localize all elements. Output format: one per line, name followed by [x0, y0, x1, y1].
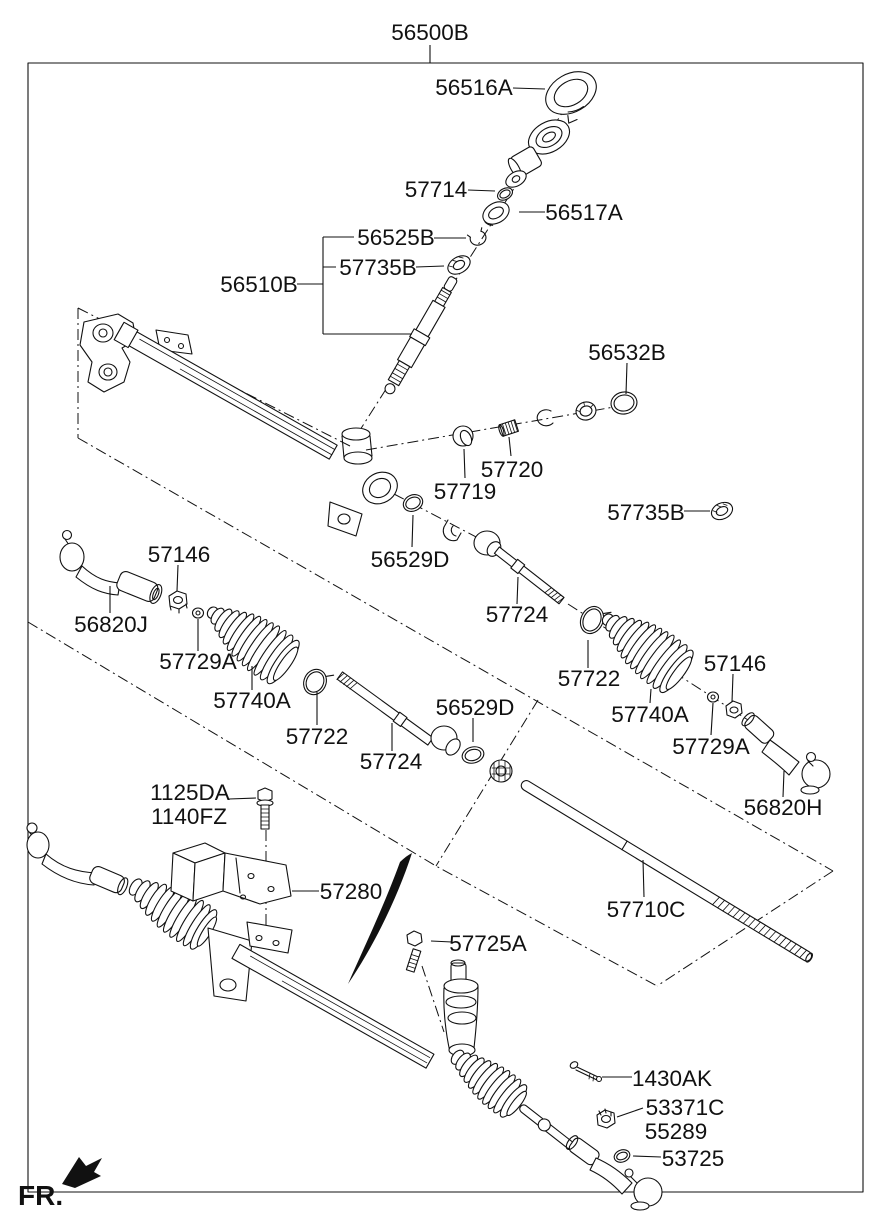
input-shaft-cascade — [384, 71, 597, 395]
part-label-57146-2: 57146 — [704, 651, 767, 676]
part-label-56820H: 56820H — [744, 795, 823, 820]
nut-57146-right-part — [725, 700, 743, 719]
part-label-57722-2: 57722 — [286, 724, 349, 749]
part-label-57720: 57720 — [481, 457, 544, 482]
diagram-border — [27, 62, 864, 1193]
castle-nut-53371c-part — [596, 1108, 616, 1129]
tie-rod-end-rh-part — [741, 712, 831, 795]
yoke-plug-cascade — [452, 391, 734, 521]
gear-housing — [79, 313, 398, 537]
part-label-56529D: 56529D — [371, 547, 450, 572]
bolt-57725a-part — [405, 930, 423, 973]
part-label-57719: 57719 — [434, 479, 497, 504]
left-tie-rod-group — [59, 529, 513, 783]
inner-rod-right — [493, 546, 565, 605]
oil-seal-upper-part — [447, 255, 471, 275]
part-label-57710C: 57710C — [607, 897, 686, 922]
leader-lines — [109, 45, 785, 1158]
part-label-56500B: 56500B — [391, 20, 469, 45]
bellows-left-part — [206, 606, 300, 685]
washer-left-part — [191, 607, 205, 619]
o-ring-56532b-part — [610, 391, 638, 415]
oil-seal-lower-part — [710, 501, 734, 521]
part-label-53725: 53725 — [662, 1146, 725, 1171]
dust-cover-part — [527, 119, 571, 155]
retainer-ring-part — [536, 409, 554, 427]
part-label-1125DA: 1125DA — [150, 780, 230, 805]
part-label-56529D-2: 56529D — [436, 695, 515, 720]
tie-rod-end-lh-part — [59, 529, 163, 605]
washer-right-part — [706, 691, 720, 703]
rack-clip-part — [442, 519, 462, 542]
bearing-56517a-part — [482, 201, 510, 226]
nut-57146-left-part — [168, 590, 188, 614]
part-label-57146: 57146 — [148, 542, 211, 567]
mount-bracket-57280-part — [170, 842, 292, 905]
part-label-57740A: 57740A — [611, 702, 689, 727]
part-label-56525B: 56525B — [357, 225, 435, 250]
bolt-1125da-part — [256, 787, 274, 830]
pinion-shaft-part — [384, 276, 458, 395]
bottom-fasteners — [569, 1061, 631, 1163]
ring-56529d-lower-part — [461, 746, 485, 764]
assembled-gear-unit — [26, 822, 663, 1211]
pin-1430ak-part — [569, 1061, 603, 1083]
yoke-spring-part — [498, 419, 520, 437]
part-label-57729A-2: 57729A — [159, 649, 237, 674]
part-label-57729A: 57729A — [672, 734, 750, 759]
ring-53725-part — [613, 1149, 631, 1163]
part-labels: 56500B 56516A 57714 56517A 56525B 57735B… — [74, 20, 822, 1171]
part-label-55289: 55289 — [645, 1119, 708, 1144]
part-label-1140FZ: 1140FZ — [151, 804, 227, 829]
part-label-53371C: 53371C — [646, 1095, 725, 1120]
rack-stopper-part — [489, 759, 513, 783]
part-label-57735B: 57735B — [339, 255, 417, 280]
part-label-1430AK: 1430AK — [632, 1066, 712, 1091]
yoke-plug-part — [575, 401, 597, 421]
snap-ring-part — [466, 227, 487, 246]
part-label-57724: 57724 — [486, 602, 549, 627]
inner-rod-left — [336, 671, 434, 746]
front-arrow-icon — [62, 1157, 102, 1188]
part-label-57714: 57714 — [405, 177, 468, 202]
clamp-57722-right-part — [579, 605, 612, 635]
front-direction-marker: FR. — [18, 1157, 102, 1211]
part-label-57724-2: 57724 — [360, 749, 423, 774]
part-label-56517A: 56517A — [545, 200, 623, 225]
rack-bar-part — [520, 780, 814, 963]
part-label-56532B: 56532B — [588, 340, 666, 365]
part-label-56516A: 56516A — [435, 75, 513, 100]
assembled-pinion-tower — [443, 959, 479, 1057]
o-ring-57714-part — [496, 187, 514, 201]
front-marker-label: FR. — [18, 1180, 63, 1211]
clamp-57722-left-part — [303, 668, 335, 696]
bellows-right-part — [601, 613, 694, 694]
part-label-56510B: 56510B — [220, 272, 298, 297]
right-tie-rod-group — [402, 494, 831, 795]
bearing-cap-part — [545, 71, 597, 124]
part-label-57735B-2: 57735B — [607, 500, 685, 525]
part-label-57722: 57722 — [558, 666, 621, 691]
assembled-bellows-left — [128, 878, 218, 950]
part-label-57725A: 57725A — [449, 931, 527, 956]
ring-56529d-upper-part — [402, 494, 424, 512]
assembled-bellows-right — [450, 1049, 575, 1150]
part-label-57280: 57280 — [320, 879, 383, 904]
part-label-56820J: 56820J — [74, 612, 148, 637]
part-label-57740A-2: 57740A — [213, 688, 291, 713]
washer-part — [505, 170, 527, 188]
bracket-wrap-mark — [348, 853, 412, 984]
